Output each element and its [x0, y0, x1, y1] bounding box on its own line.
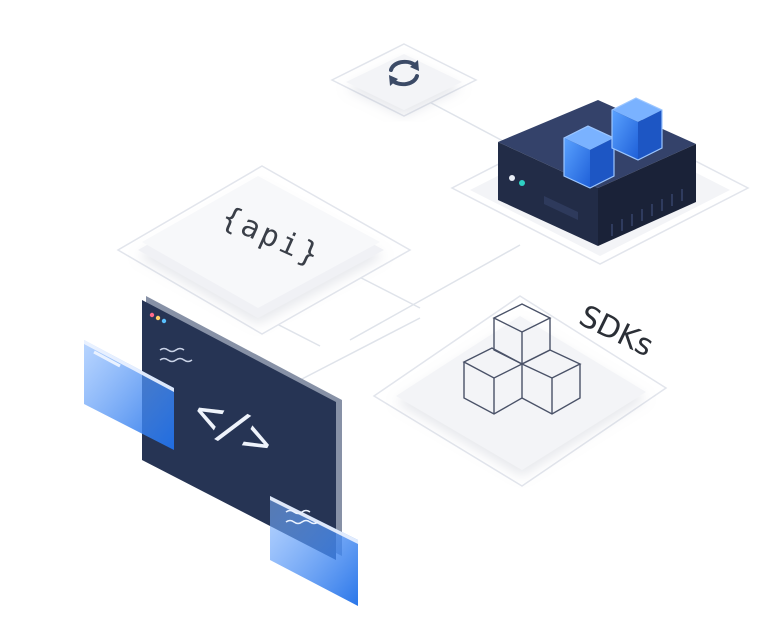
- server: [498, 97, 696, 246]
- refresh-tile: [330, 43, 478, 117]
- server-status-light: [509, 175, 515, 181]
- cube-stack: [462, 303, 582, 415]
- refresh-icon: [389, 59, 419, 87]
- window-dot-blue: [161, 318, 167, 324]
- glass-panel-bottom: [270, 496, 358, 606]
- glass-panel-left: [84, 340, 174, 450]
- blue-cube: [563, 125, 615, 189]
- server-status-light: [519, 180, 525, 186]
- window-dot-yellow: [155, 315, 161, 321]
- blue-cube: [611, 97, 663, 161]
- api-tile: {api}: [116, 165, 412, 335]
- window-dot-red: [149, 312, 155, 318]
- code-window: </>: [142, 296, 342, 560]
- sdks-tile: [372, 295, 668, 487]
